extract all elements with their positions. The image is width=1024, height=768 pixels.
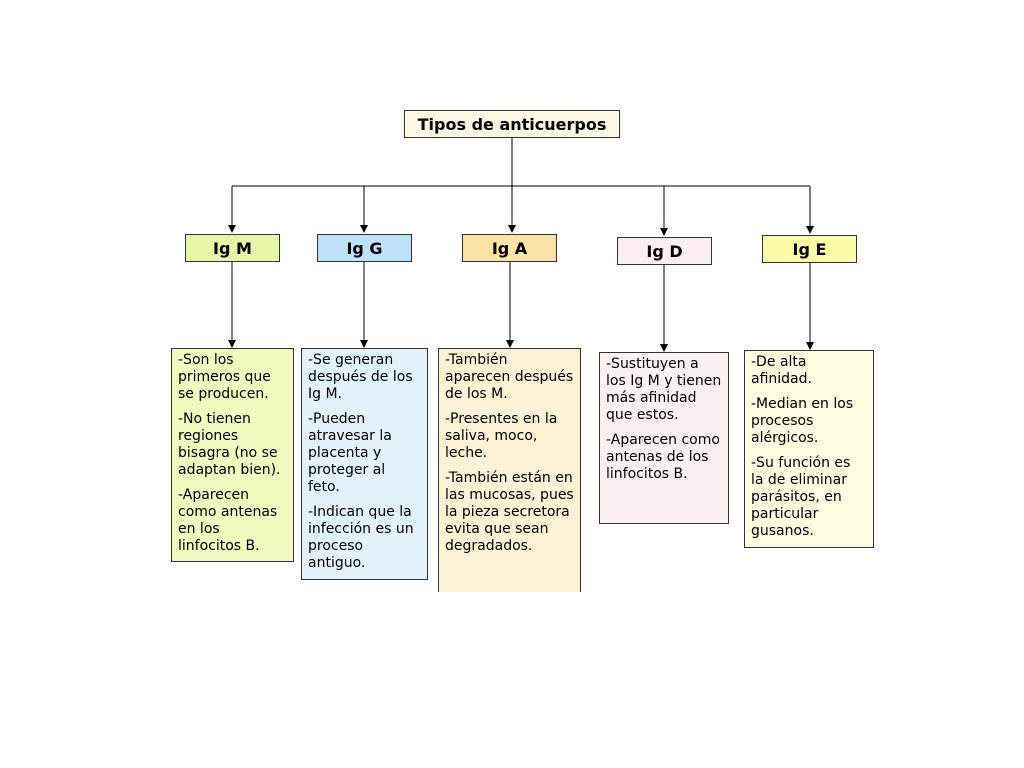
description-item: -Median en los procesos alérgicos. (751, 396, 854, 446)
description-item: -También aparecen después de los M. (445, 352, 574, 402)
description-item: -También están en las mucosas, pues la p… (445, 470, 574, 554)
description-box-igg: -Se generan después de los Ig M. -Pueden… (301, 348, 428, 580)
description-item: -No tienen regiones bisagra (no se adapt… (178, 411, 281, 478)
description-box-ige: -De alta afinidad. -Median en los proces… (744, 350, 874, 548)
type-node-igg: Ig G (317, 234, 412, 262)
description-item: -Indican que la infección es un proceso … (308, 504, 414, 571)
description-box-iga: -También aparecen después de los M. -Pre… (438, 348, 581, 592)
description-item: -Pueden atravesar la placenta y proteger… (308, 411, 392, 495)
type-node-igd: Ig D (617, 237, 712, 265)
description-item: -Son los primeros que se producen. (178, 352, 271, 402)
type-node-ige: Ig E (762, 235, 857, 263)
description-box-igm: -Son los primeros que se producen. -No t… (171, 348, 294, 562)
description-box-igd: -Sustituyen a los Ig M y tienen más afin… (599, 352, 729, 524)
description-item: -Presentes en la saliva, moco, leche. (445, 411, 558, 461)
type-node-iga: Ig A (462, 234, 557, 262)
description-item: -Se generan después de los Ig M. (308, 352, 413, 402)
description-item: -De alta afinidad. (751, 354, 812, 387)
description-item: -Aparecen como antenas de los linfocitos… (606, 432, 720, 482)
description-item: -Sustituyen a los Ig M y tienen más afin… (606, 356, 722, 423)
description-item: -Aparecen como antenas en los linfocitos… (178, 487, 278, 554)
root-node-tipos-de-anticuerpos: Tipos de anticuerpos (404, 110, 620, 138)
type-node-igm: Ig M (185, 234, 280, 262)
description-item: -Su función es la de eliminar parásitos,… (751, 455, 851, 539)
